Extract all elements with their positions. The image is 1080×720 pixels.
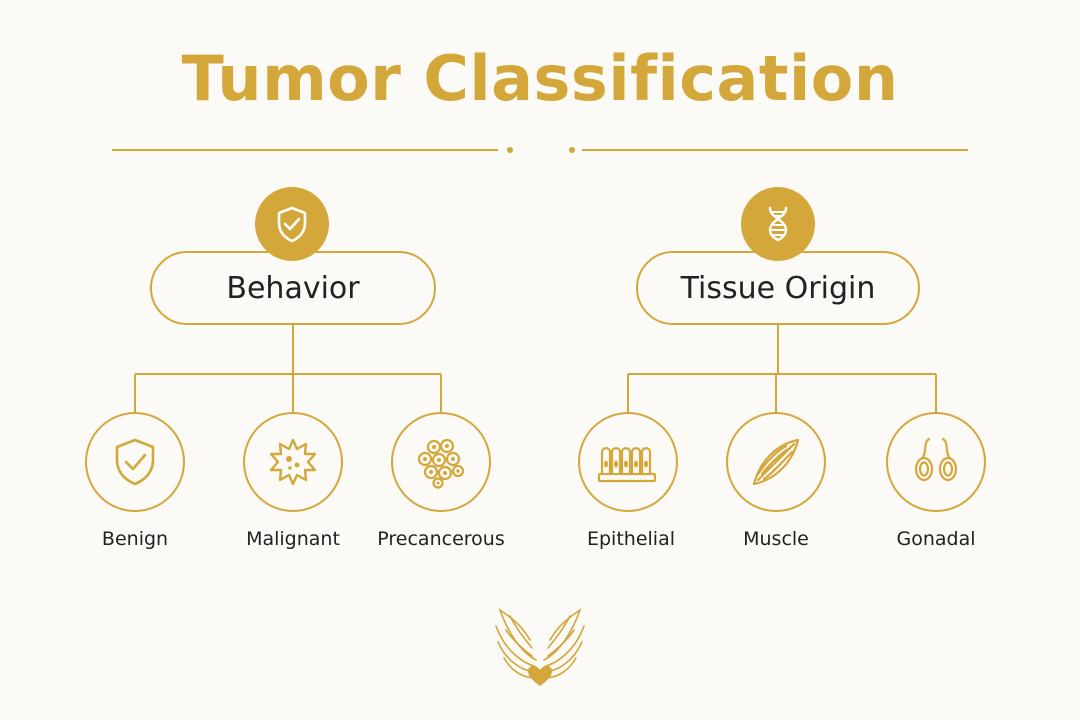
divider-dot-right <box>569 147 575 153</box>
leaf-label-precancerous: Precancerous <box>377 528 505 550</box>
leaf-muscle <box>726 412 826 512</box>
divider-dot-left <box>507 147 513 153</box>
branch-label: Behavior <box>226 270 360 306</box>
branch-behavior: Behavior <box>150 251 436 325</box>
spiky-cell-icon <box>269 438 317 486</box>
shield-check-icon <box>115 438 155 486</box>
diagram-title: Tumor Classification <box>181 42 899 115</box>
epithelium-icon <box>597 447 657 483</box>
leaf-epithelial <box>578 412 678 512</box>
leaf-label-benign: Benign <box>101 528 169 550</box>
branch-label: Tissue Origin <box>680 270 876 306</box>
leaf-label-epithelial: Epithelial <box>586 528 675 550</box>
leaf-label-malignant: Malignant <box>246 528 340 550</box>
leaf-malignant <box>243 412 343 512</box>
leaf-label-muscle: Muscle <box>743 528 809 550</box>
muscle-fiber-icon <box>752 438 800 486</box>
gonad-icon <box>914 437 958 482</box>
cell-cluster-icon <box>417 438 465 489</box>
dna-icon <box>741 187 815 261</box>
winged-heart-icon <box>495 607 585 686</box>
leaf-label-gonadal: Gonadal <box>896 528 976 550</box>
leaf-gonadal <box>886 412 986 512</box>
leaf-benign <box>85 412 185 512</box>
leaf-precancerous <box>391 412 491 512</box>
shield-check-icon <box>255 187 329 261</box>
branch-tissue-origin: Tissue Origin <box>636 251 920 325</box>
